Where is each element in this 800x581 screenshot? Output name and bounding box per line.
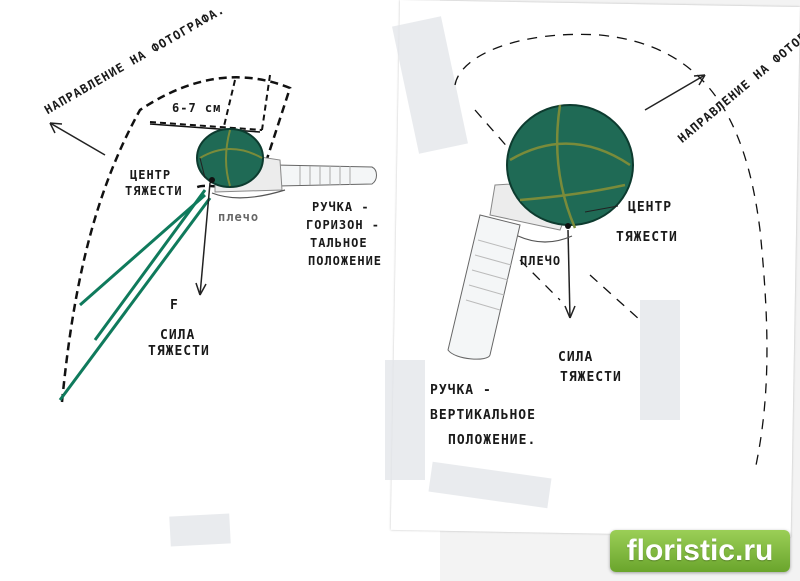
size-label: 6-7 см [172,101,222,115]
arm-brace [211,189,286,199]
arrow-head [49,122,63,134]
handle-ribs [465,239,515,311]
dashed-guide [149,121,263,131]
left-paper-sheet [0,0,440,581]
gravity-label-right-line2: ТЯЖЕСТИ [560,370,622,385]
handle-label-right-line3: ПОЛОЖЕНИЕ. [448,433,537,448]
handle-label-line1: РУЧКА - [312,200,370,214]
handle-label-right-line1: РУЧКА - [430,383,492,398]
handle-label-line3: ТАЛЬНОЕ [310,236,368,250]
logo-text: floristic.ru [626,534,774,567]
holder-handle [447,214,521,360]
direction-arrow [49,122,106,156]
gravity-arrow [199,182,211,296]
gravity-arrow [567,229,571,319]
dashed-guide [261,74,271,131]
foam-ball [196,128,264,188]
holder-handle [274,164,377,187]
handle-label-line4: ПОЛОЖЕНИЕ [308,254,383,268]
arm-brace [517,235,573,243]
center-label-line1: ЦЕНТР [130,168,172,182]
center-label-line2: ТЯЖЕСТИ [125,184,183,198]
bouquet-outline-dashed-right [454,33,768,471]
gravity-label-right-line1: СИЛА [558,350,594,365]
gravity-label-line1: СИЛА [160,328,196,343]
stem [58,197,212,401]
arm-label-left: плечо [218,210,260,224]
direction-arrow [644,74,706,111]
center-of-gravity-dot [209,177,215,183]
handle-label-line2: ГОРИЗОН - [306,218,381,232]
center-of-gravity-dot [565,223,571,229]
tape-strip [385,360,425,480]
force-symbol: F [170,298,179,313]
gravity-label-line2: ТЯЖЕСТИ [148,344,210,359]
floristic-logo[interactable]: floristic.ru [610,530,790,572]
stem [93,189,207,341]
center-label-right-line2: ТЯЖЕСТИ [616,230,678,245]
arm-label-right: ПЛЕЧО [520,254,562,268]
center-label-right-line1: ЦЕНТР [628,200,673,215]
stem [79,193,206,307]
handle-label-right-line2: ВЕРТИКАЛЬНОЕ [430,408,536,423]
handle-ribs [299,166,351,185]
tape-strip [640,300,680,420]
